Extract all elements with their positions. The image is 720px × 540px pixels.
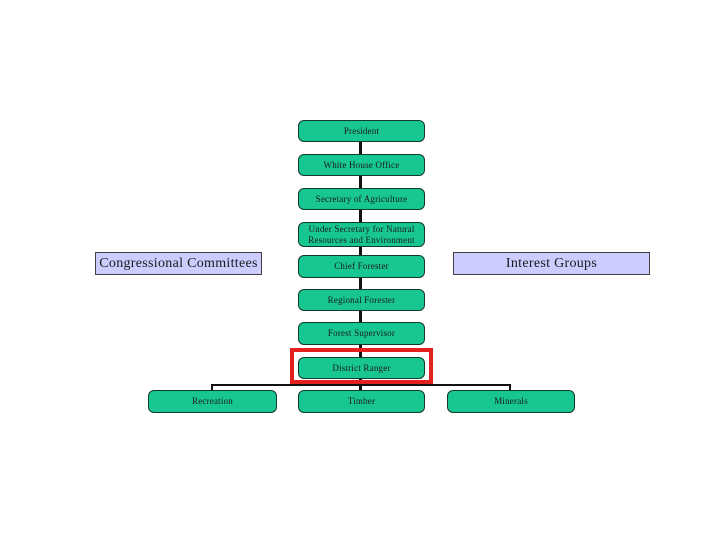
highlight-rectangle-district-ranger <box>290 348 433 384</box>
org-node-minerals: Minerals <box>447 390 575 413</box>
org-node-timber: Timber <box>298 390 425 413</box>
org-node-president: President <box>298 120 425 142</box>
connector-drop-recreation <box>211 384 213 391</box>
connector-drop-minerals <box>509 384 511 391</box>
org-node-secretary-of-agriculture: Secretary of Agriculture <box>298 188 425 210</box>
side-box-interest-groups: Interest Groups <box>453 252 650 275</box>
side-box-congressional-committees: Congressional Committees <box>95 252 262 275</box>
org-node-district-ranger: District Ranger <box>298 357 425 379</box>
org-node-chief-forester: Chief Forester <box>298 255 425 278</box>
org-node-forest-supervisor: Forest Supervisor <box>298 322 425 345</box>
org-node-recreation: Recreation <box>148 390 277 413</box>
org-node-regional-forester: Regional Forester <box>298 289 425 311</box>
connector-branch-horizontal <box>211 384 511 386</box>
org-node-white-house-office: White House Office <box>298 154 425 176</box>
org-node-under-secretary: Under Secretary for Natural Resources an… <box>298 222 425 247</box>
